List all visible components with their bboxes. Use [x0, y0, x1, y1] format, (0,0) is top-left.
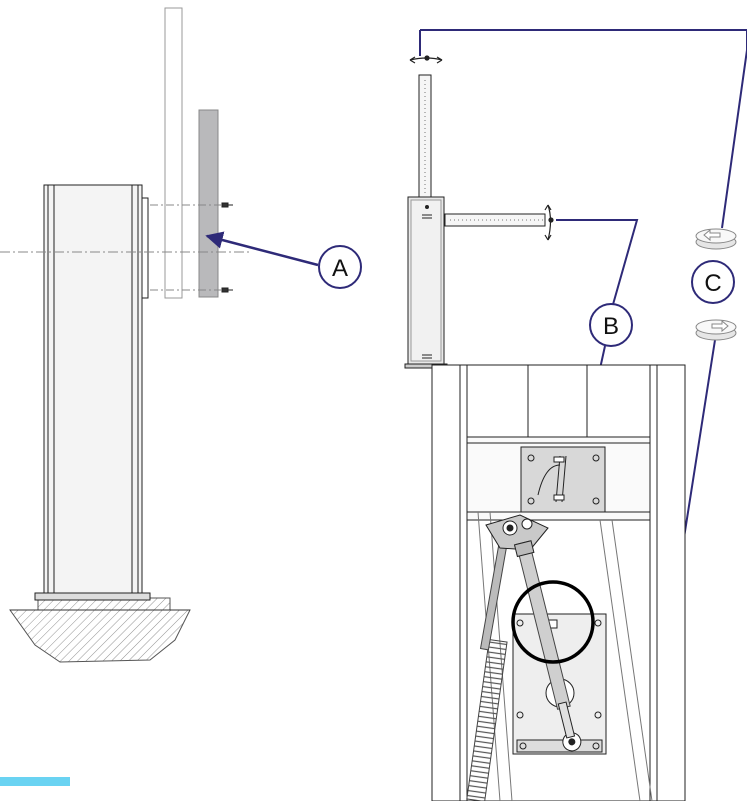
panel-bolt-bottom	[221, 287, 233, 293]
cabinet-flange	[141, 197, 149, 299]
callout-c-label: C	[704, 270, 721, 297]
pivot-arrows-icon	[409, 55, 554, 241]
callout-b-leader	[556, 219, 639, 309]
side-view-cabinet	[0, 7, 250, 663]
base-plate	[34, 592, 151, 601]
highlight-ring	[511, 580, 595, 664]
accent-bar	[0, 777, 70, 786]
vertical-boom	[164, 7, 183, 299]
callout-a-label: A	[332, 255, 348, 282]
rotate-clockwise-icon	[695, 319, 737, 341]
spring-left	[466, 638, 508, 801]
rotate-counterclockwise-icon	[695, 228, 737, 250]
panel-bolt-top	[221, 202, 233, 208]
cabinet-body	[43, 184, 143, 594]
callout-a: A	[318, 245, 362, 289]
lever-arm	[485, 514, 549, 551]
callout-c: C	[691, 260, 735, 304]
front-view-cabinet	[404, 74, 546, 369]
callout-b: B	[589, 303, 633, 347]
mounting-panel-a	[198, 109, 219, 298]
callout-b-label: B	[603, 313, 619, 340]
gas-strut	[513, 540, 582, 752]
ground-foundation	[9, 597, 191, 663]
callout-a-leader	[205, 231, 319, 267]
